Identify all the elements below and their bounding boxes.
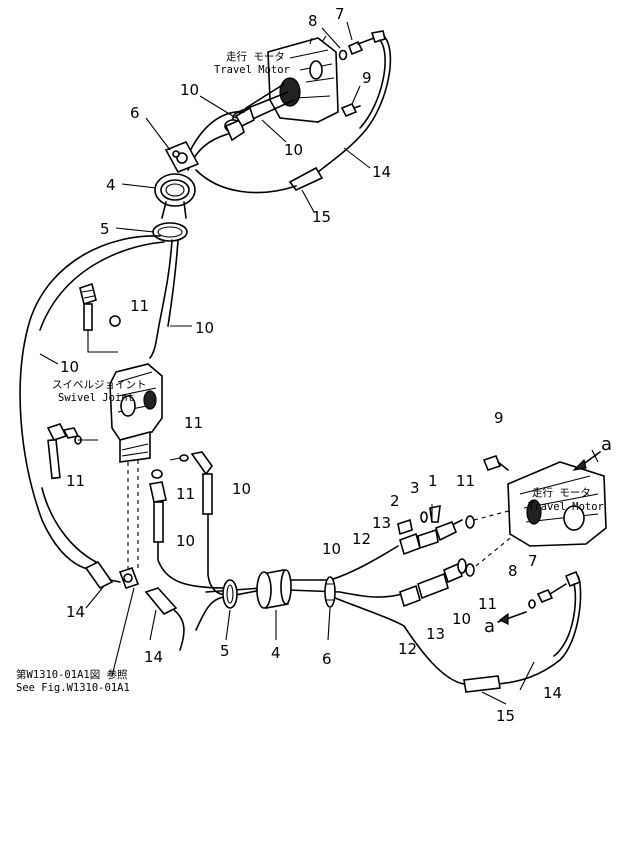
fitting-group-top: [338, 30, 386, 118]
band-5-bottom: [222, 579, 238, 609]
fitting-11-left: [46, 423, 98, 480]
travel-motor-right-jp: 走行 モータ: [532, 486, 591, 499]
hose-10-left-long: [19, 235, 161, 571]
fitting-11-upper-left: [79, 282, 121, 353]
callout-14-left-a: 14: [66, 603, 85, 621]
hoses-10-top: [185, 83, 295, 171]
travel-motor-top-jp: 走行 モータ: [226, 50, 285, 63]
callout-4-top: 4: [106, 176, 116, 194]
callout-12-b: 12: [398, 640, 417, 658]
swivel-joint-en: Swivel Joint: [58, 392, 134, 404]
callout-11-a: 11: [130, 297, 149, 315]
ref-arrow-a-top: [572, 451, 601, 471]
callout-11-e: 11: [456, 472, 475, 490]
callout-15-top: 15: [312, 208, 331, 226]
callout-14-bottom: 14: [543, 684, 562, 702]
fitting-11-right: [149, 451, 229, 596]
callout-11-d: 11: [176, 485, 195, 503]
callout-3: 3: [410, 479, 420, 497]
hoses-14-bottom-left: [41, 487, 185, 651]
ref-label-a-bottom: a: [484, 616, 495, 637]
callout-10-g: 10: [322, 540, 341, 558]
callout-11-b: 11: [184, 414, 203, 432]
ref-label-a-top: a: [601, 434, 612, 455]
callout-14-top: 14: [372, 163, 391, 181]
travel-motor-right-en: Travel Motor: [528, 501, 604, 513]
callout-10-h: 10: [452, 610, 471, 628]
travel-motor-top-en: Travel Motor: [214, 64, 290, 76]
callout-8-bottom: 8: [508, 562, 518, 580]
callout-4-bottom: 4: [271, 644, 281, 662]
clamp-plate-6-top: [164, 140, 200, 174]
callout-10-top-a: 10: [180, 81, 199, 99]
swivel-joint: [109, 363, 163, 570]
fitting-9-right: [482, 455, 509, 471]
callout-6-bottom: 6: [322, 650, 332, 668]
callout-6-top: 6: [130, 104, 140, 122]
callout-10-f: 10: [176, 532, 195, 550]
hoses-12-13-right: [397, 504, 521, 608]
callout-10-d: 10: [60, 358, 79, 376]
callout-9-top: 9: [362, 69, 372, 87]
callout-13-b: 13: [426, 625, 445, 643]
callout-9-right: 9: [494, 409, 504, 427]
ref-arrow-a-bottom: [497, 611, 527, 625]
callout-10-e: 10: [232, 480, 251, 498]
see-fig-en: See Fig.W1310-01A1: [16, 682, 130, 694]
band-5-top: [152, 222, 188, 242]
callout-11-c: 11: [66, 472, 85, 490]
callout-1: 1: [428, 472, 438, 490]
hose-14-top: [317, 35, 392, 173]
callout-5-bottom: 5: [220, 642, 230, 660]
callout-13-a: 13: [372, 514, 391, 532]
callout-7-top: 7: [335, 5, 345, 23]
hose-10-center: [149, 239, 173, 359]
callout-14-left-b: 14: [144, 648, 163, 666]
callout-2: 2: [390, 492, 400, 510]
fitting-group-bottom-right: [463, 570, 582, 693]
callout-11-f: 11: [478, 595, 497, 613]
swivel-joint-jp: スイベルジョイント: [52, 379, 147, 391]
callout-15-bottom: 15: [496, 707, 515, 725]
callout-10-top-b: 10: [284, 141, 303, 159]
travel-motor-right: [507, 461, 607, 547]
leader-lines: [39, 21, 599, 705]
see-fig-jp: 第W1310-01A1図 参照: [16, 668, 128, 681]
callout-5-top: 5: [100, 220, 110, 238]
ring-4-top: [154, 173, 196, 219]
ring-4-bottom: [256, 569, 292, 609]
callout-10-c: 10: [195, 319, 214, 337]
callout-12-a: 12: [352, 530, 371, 548]
callout-8-top: 8: [308, 12, 318, 30]
clamp-plate-6-bottom: [324, 576, 336, 608]
travel-motor-top: [267, 35, 339, 123]
callout-7-bottom: 7: [528, 552, 538, 570]
